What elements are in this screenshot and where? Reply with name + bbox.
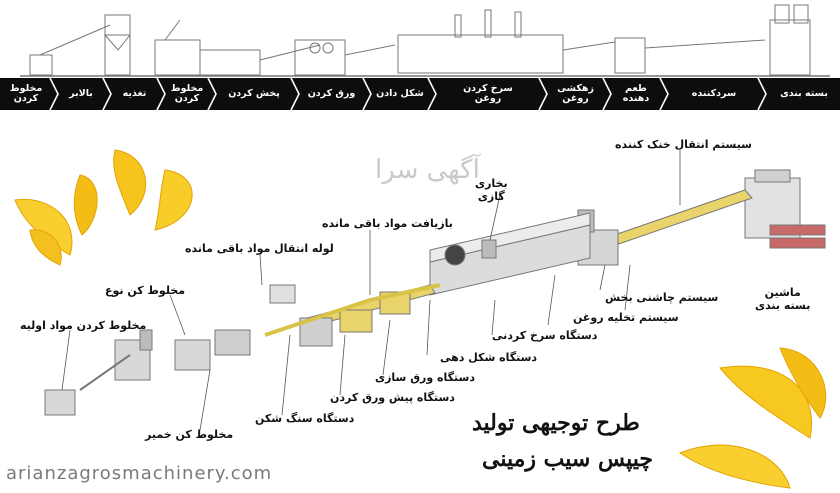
step-label: سردکننده bbox=[691, 88, 737, 99]
label-residue-pipe: لوله انتقال مواد باقی مانده bbox=[185, 242, 334, 255]
step-mixing-1: مخلوط کردن bbox=[2, 78, 50, 110]
step-label: مخلوط کردن bbox=[170, 83, 204, 104]
step-shaping: شکل دادن bbox=[372, 78, 428, 110]
step-feeding: تغذیه bbox=[112, 78, 157, 110]
label-sheeter: دستگاه ورق سازی bbox=[375, 371, 475, 384]
label-shaper: دستگاه شکل دهی bbox=[440, 351, 538, 364]
step-label: ورق کردن bbox=[307, 88, 356, 99]
process-steps-band: بسته بندی سردکننده طعم دهنده زهکشی روغن … bbox=[0, 78, 840, 110]
step-cooling: سردکننده bbox=[670, 78, 758, 110]
step-oil-drain: زهکشی روغن bbox=[548, 78, 603, 110]
label-pre-sheeter: دستگاه پیش ورق کردن bbox=[330, 391, 455, 404]
label-cooling-conveyor: سیستم انتقال خنک کننده bbox=[615, 138, 752, 151]
title-line-1: طرح توجیهی تولید bbox=[472, 410, 640, 436]
step-elevator: بالابر bbox=[59, 78, 103, 110]
step-spreading: پخش کردن bbox=[217, 78, 291, 110]
website-text: arianzagrosmachinery.com bbox=[6, 463, 273, 484]
chevron-separators bbox=[49, 78, 767, 110]
top-line-schematic bbox=[20, 4, 830, 77]
step-seasoning: طعم دهنده bbox=[612, 78, 660, 110]
label-seasoning: سیستم چاشنی بخش bbox=[605, 291, 719, 304]
step-label: پخش کردن bbox=[228, 88, 280, 99]
chips-illustration-right bbox=[678, 347, 827, 489]
label-stone-mill: دستگاه سنگ شکن bbox=[255, 412, 355, 425]
chips-illustration-left bbox=[14, 149, 193, 266]
step-mixing-2: مخلوط کردن bbox=[166, 78, 208, 110]
label-mixer-type: مخلوط کن نوع bbox=[105, 284, 186, 297]
label-residue-recovery: بازیافت مواد باقی مانده bbox=[322, 217, 453, 230]
step-frying: سرخ کردن روغن bbox=[437, 78, 539, 110]
label-dough-mixer: مخلوط کن خمیر bbox=[145, 428, 234, 441]
label-steam: بخاری گازی bbox=[475, 177, 508, 203]
title-line-2: چیپس سیب زمینی bbox=[482, 446, 653, 472]
step-label: طعم دهنده bbox=[622, 83, 650, 104]
step-label: بالابر bbox=[69, 88, 93, 99]
label-packaging-machine: ماشین بسته بندی bbox=[755, 286, 811, 312]
label-raw-mixing: مخلوط کردن مواد اولیه bbox=[20, 319, 147, 332]
step-packaging: بسته بندی bbox=[768, 78, 840, 110]
step-label: شکل دادن bbox=[376, 88, 424, 99]
label-fryer: دستگاه سرخ کردنی bbox=[492, 329, 598, 342]
step-label: مخلوط کردن bbox=[9, 83, 43, 104]
label-oil-drain: سیستم تخلیه روغن bbox=[573, 311, 679, 324]
step-label: بسته بندی bbox=[780, 88, 828, 99]
step-label: سرخ کردن روغن bbox=[463, 83, 513, 104]
step-label: زهکشی روغن bbox=[557, 83, 594, 104]
step-label: تغذیه bbox=[122, 88, 147, 99]
step-sheeting: ورق کردن bbox=[300, 78, 363, 110]
watermark-text: آگهی سرا bbox=[375, 155, 480, 185]
